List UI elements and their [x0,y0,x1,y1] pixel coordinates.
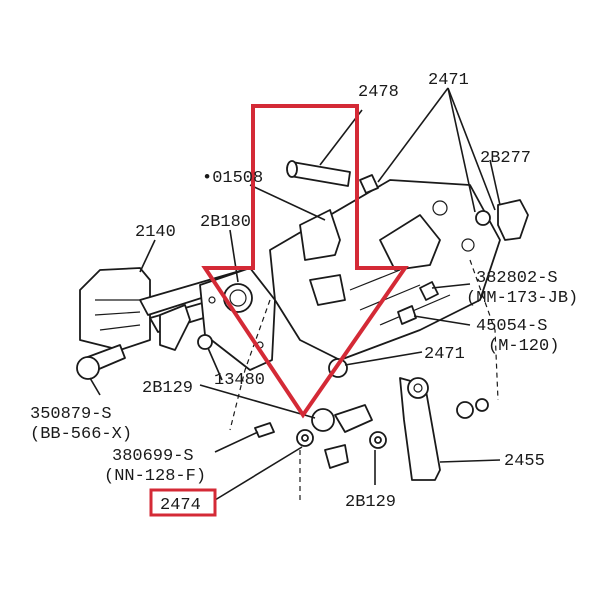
label-2B277: 2B277 [480,149,531,168]
small-parts [76,174,529,469]
label-NN-128-F: (NN-128-F) [104,467,206,486]
label-2B129-bottom: 2B129 [345,493,396,512]
label-MM-173-JB: (MM-173-JB) [466,289,578,308]
label-M-120: (M-120) [488,337,559,356]
label-2B129-left: 2B129 [142,379,193,398]
label-382802-S: 382802-S [476,269,558,288]
label-2B180: 2B180 [200,213,251,232]
label-2140: 2140 [135,223,176,242]
label-350879-S: 350879-S [30,405,112,424]
label-01508: •01508 [202,169,263,188]
label-45054-S: 45054-S [476,317,547,336]
leader-lines [89,87,501,501]
label-2471-top: 2471 [428,71,469,90]
label-2471-mid: 2471 [424,345,465,364]
highlight-box [149,488,217,517]
label-380699-S: 380699-S [112,447,194,466]
highlight-arrow [201,104,409,419]
label-13480: 13480 [214,371,265,390]
lever-2455 [399,377,441,481]
label-2478: 2478 [358,83,399,102]
label-BB-566-X: (BB-566-X) [30,425,132,444]
label-2474: 2474 [160,496,201,515]
label-2455: 2455 [504,452,545,471]
pin-2478 [286,160,351,187]
